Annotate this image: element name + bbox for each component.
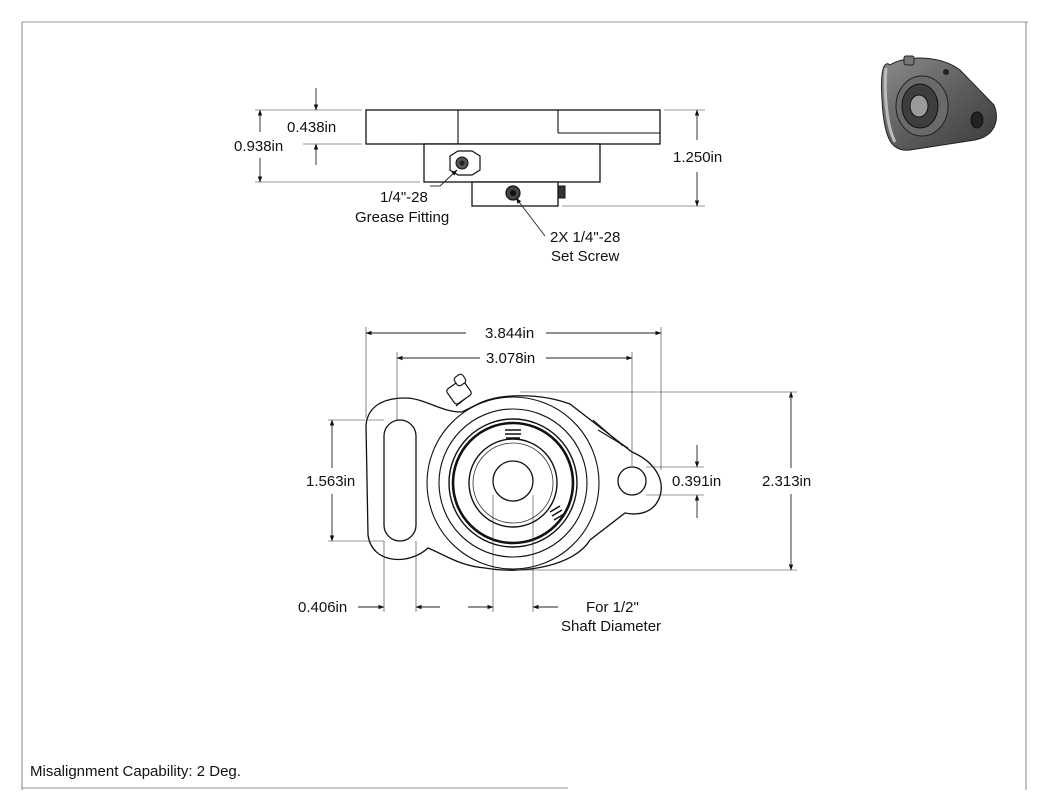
misalignment-note: Misalignment Capability: 2 Deg. [30, 763, 241, 780]
dim-hole-diameter: 0.391in [672, 473, 721, 490]
set-screw-icon [505, 185, 566, 201]
sheet-border [21, 21, 1028, 790]
top-view-body [365, 109, 661, 207]
front-grease-fitting-icon [446, 373, 472, 407]
set-screw-mark-icon [505, 429, 565, 521]
top-view: 0.438in 0.938in 1.250in 1/4"-28 Grease F… [234, 88, 722, 265]
isometric-view-icon [881, 55, 997, 151]
slot-icon [383, 419, 417, 542]
dim-bolt-spacing: 3.078in [486, 350, 535, 367]
bolt-hole-icon [617, 466, 647, 496]
dim-base-height: 0.938in [234, 138, 283, 155]
dim-overall-width: 3.844in [485, 325, 534, 342]
set-screw-label-line2: Set Screw [551, 248, 620, 265]
grease-fitting-icon [449, 150, 481, 176]
grease-fitting-label-line2: Grease Fitting [355, 209, 449, 226]
dim-flange-thickness: 0.438in [287, 119, 336, 136]
dim-slot-width: 0.406in [298, 599, 347, 616]
shaft-bore-icon [492, 460, 534, 502]
shaft-label-line1: For 1/2" [586, 599, 639, 616]
dim-overall-height: 2.313in [762, 473, 811, 490]
grease-fitting-label-line1: 1/4"-28 [380, 189, 428, 206]
set-screw-label-line1: 2X 1/4"-28 [550, 229, 620, 246]
front-view: 3.844in 3.078in 1.563in 0.391in 2.313in … [298, 325, 811, 635]
shaft-label-line2: Shaft Diameter [561, 618, 661, 635]
dim-slot-length: 1.563in [306, 473, 355, 490]
dim-total-height: 1.250in [673, 149, 722, 166]
